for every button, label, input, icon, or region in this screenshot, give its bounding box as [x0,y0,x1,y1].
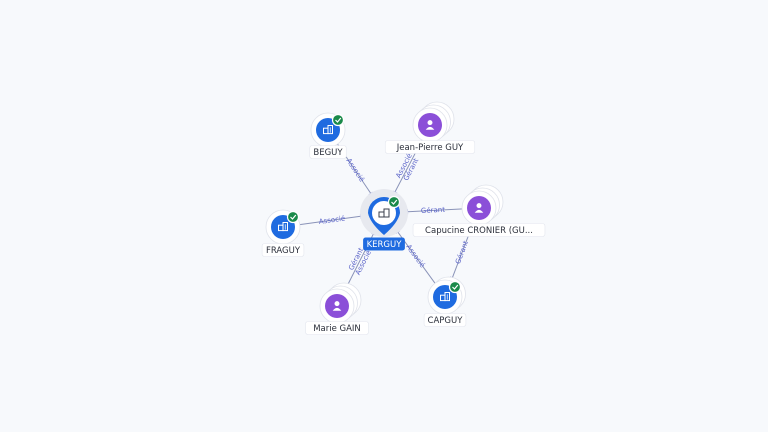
verified-check-icon [286,210,300,224]
svg-text:Marie GAIN: Marie GAIN [313,324,361,334]
verified-check-icon [387,195,401,209]
edge-line [402,208,464,213]
svg-text:CAPGUY: CAPGUY [428,316,464,326]
building-icon [378,208,390,218]
node-label: Capucine CRONIER (GU... [412,223,546,237]
edge-label: Gérant [454,240,470,266]
edge-capucine-kerguy[interactable]: Gérant [402,206,464,215]
node-mariegain[interactable]: Marie GAIN [305,282,369,335]
edge-label: Associé [404,243,426,269]
node-label: CAPGUY [423,313,467,327]
edge-label: Associé [344,157,365,183]
node-jpguy[interactable]: Jean-Pierre GUY [384,101,476,154]
edge-label: Gérant [421,206,446,215]
edge-label: Associé [318,214,345,226]
person-icon [418,113,442,137]
node-label: Jean-Pierre GUY [384,140,476,154]
node-capguy[interactable]: CAPGUY [423,276,467,327]
svg-text:Jean-Pierre GUY: Jean-Pierre GUY [396,143,464,153]
verified-check-icon [331,113,345,127]
svg-text:Capucine CRONIER (GU...: Capucine CRONIER (GU... [425,226,533,236]
node-label: Marie GAIN [305,321,369,335]
node-beguy[interactable]: BEGUY [309,112,347,159]
node-fraguy[interactable]: FRAGUY [261,209,305,257]
svg-text:BEGUY: BEGUY [313,148,343,158]
svg-text:KERGUY: KERGUY [367,240,403,250]
verified-check-icon [448,280,462,294]
node-label: FRAGUY [261,243,305,257]
person-icon [325,294,349,318]
node-capucine[interactable]: Capucine CRONIER (GU... [412,184,546,237]
person-icon [467,196,491,220]
nodes-layer: BEGUY Jean-Pierre GUY FRAGUY Capucine CRONI… [261,101,546,335]
node-label: BEGUY [309,145,347,159]
svg-text:FRAGUY: FRAGUY [266,246,301,256]
node-kerguy-center[interactable]: KERGUY [360,189,408,251]
center-node-label: KERGUY [363,237,405,251]
edge-line [298,215,366,226]
edge-fraguy-kerguy[interactable]: Associé [298,213,366,226]
